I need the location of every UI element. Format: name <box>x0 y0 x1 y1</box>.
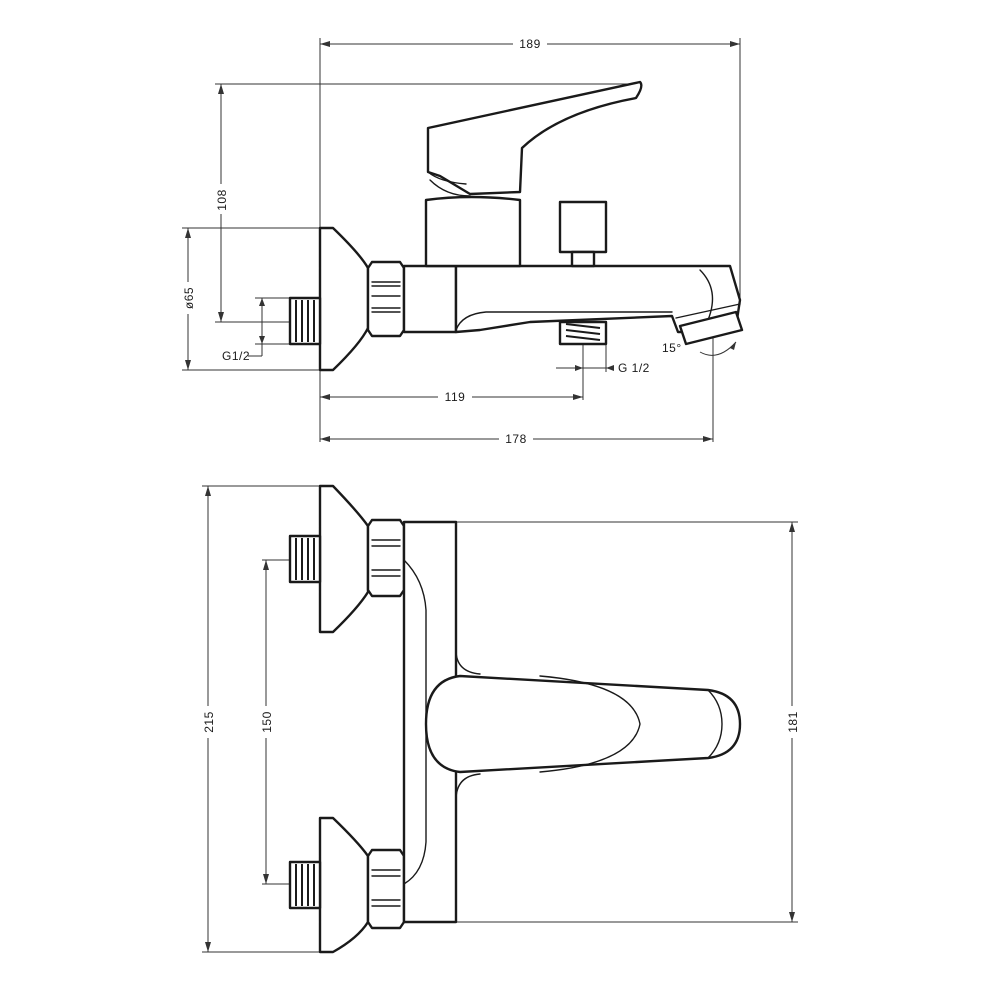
wall-flange-top-lower <box>318 816 370 954</box>
dim-189-label: 189 <box>519 37 541 51</box>
hex-nut-side <box>366 260 406 338</box>
dim-181-label: 181 <box>786 711 800 733</box>
hex-nut-top-upper <box>366 518 406 598</box>
dim-178-label: 178 <box>505 432 527 446</box>
dim-outlet-thread: G 1/2 <box>556 361 650 375</box>
dim-inlet-thread-label: G1/2 <box>222 349 250 363</box>
dim-150: 150 <box>259 560 274 884</box>
side-view: 189 108 ø65 G1/2 <box>181 37 744 446</box>
dim-15-degree: 15° <box>662 341 737 356</box>
side-view-extension-lines <box>182 38 741 442</box>
diverter-knob-side <box>558 200 608 268</box>
dim-o65: ø65 <box>181 228 196 370</box>
top-view-extension-lines <box>202 485 798 953</box>
dim-15-degree-label: 15° <box>662 341 682 355</box>
dim-108: 108 <box>214 84 229 322</box>
dim-119-label: 119 <box>445 390 466 404</box>
hex-nut-top-lower <box>366 848 406 930</box>
spout-body-side <box>454 264 742 334</box>
dim-215: 215 <box>201 486 216 952</box>
dim-189: 189 <box>320 37 740 51</box>
dim-o65-label: ø65 <box>182 287 196 309</box>
outlet-connector-side <box>558 320 608 346</box>
eccentric-connector-side <box>402 264 458 334</box>
aerator-side <box>678 310 744 346</box>
inlet-thread-top-lower <box>288 860 322 910</box>
dim-150-label: 150 <box>260 711 274 733</box>
dim-215-label: 215 <box>202 711 216 733</box>
lever-handle-top <box>424 674 742 774</box>
dim-178: 178 <box>320 432 713 446</box>
inlet-thread-side <box>288 296 322 346</box>
mixer-body-side <box>424 195 522 268</box>
inlet-thread-top-upper <box>288 534 322 584</box>
lever-handle-side <box>426 80 643 196</box>
dim-outlet-thread-label: G 1/2 <box>618 361 650 375</box>
dim-inlet-thread: G1/2 <box>222 298 265 363</box>
dim-108-label: 108 <box>215 189 229 211</box>
top-view: 215 150 181 <box>201 484 800 954</box>
dim-119: 119 <box>320 390 583 404</box>
dim-181: 181 <box>785 522 800 922</box>
wall-flange-top-upper <box>318 484 370 634</box>
wall-flange-side <box>318 226 370 372</box>
